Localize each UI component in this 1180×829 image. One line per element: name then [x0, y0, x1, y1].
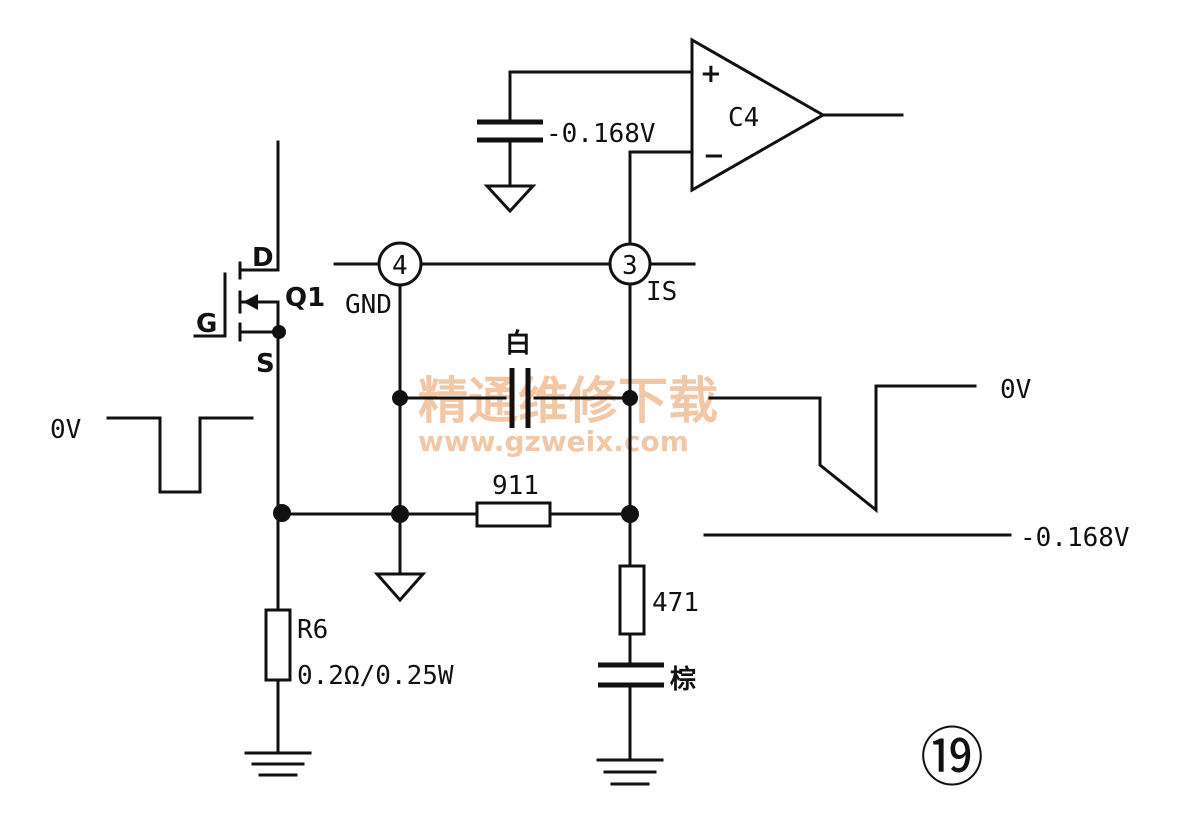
waveform-right-0v-label: 0V: [1000, 375, 1031, 405]
gnd-label: GND: [345, 290, 392, 320]
q1-name-label: Q1: [285, 283, 325, 313]
q1-source-label: S: [256, 349, 275, 379]
pin4-number: 4: [392, 251, 408, 281]
cap-brown-label: 棕: [670, 664, 696, 695]
cap-white-label: 白: [505, 328, 531, 359]
cap-voltage-label: -0.168V: [546, 119, 656, 149]
is-label: IS: [646, 277, 677, 307]
junction-is-cap: [622, 390, 638, 406]
resistor-911-label: 911: [492, 471, 539, 501]
watermark-title: 精通维修下载: [418, 372, 718, 430]
junction-gnd-cap: [392, 390, 408, 406]
ground-symbol-middle: [373, 572, 427, 603]
ground-symbol-top: [483, 184, 537, 214]
watermark-url: www.gzweix.com: [418, 425, 689, 458]
op-minus-label: −: [703, 141, 725, 171]
resistor-911: [475, 501, 552, 528]
resistor-r6: [264, 608, 292, 682]
figure-number: ⑲: [920, 722, 984, 796]
q1-gate-label: G: [196, 309, 217, 339]
resistor-471: [618, 564, 646, 636]
source-junction: [272, 325, 286, 339]
mosfet-arrow: [243, 294, 258, 310]
waveform-left-0v-label: 0V: [50, 415, 81, 445]
junction-source: [273, 504, 291, 522]
r6-value-label: 0.2Ω/0.25W: [297, 661, 454, 691]
waveform-right: [708, 384, 977, 514]
waveform-right-neg-label: -0.168V: [1020, 523, 1130, 553]
junction-gnd-bottom: [391, 505, 409, 523]
op-plus-label: +: [700, 59, 722, 89]
resistor-471-label: 471: [652, 588, 699, 618]
op-amp-c4: [690, 37, 827, 193]
op-name-label: C4: [728, 103, 759, 133]
waveform-left: [106, 416, 254, 494]
junction-is-bottom: [621, 505, 639, 523]
pin3-number: 3: [622, 251, 638, 281]
r6-name-label: R6: [297, 615, 328, 645]
q1-drain-label: D: [252, 243, 274, 273]
